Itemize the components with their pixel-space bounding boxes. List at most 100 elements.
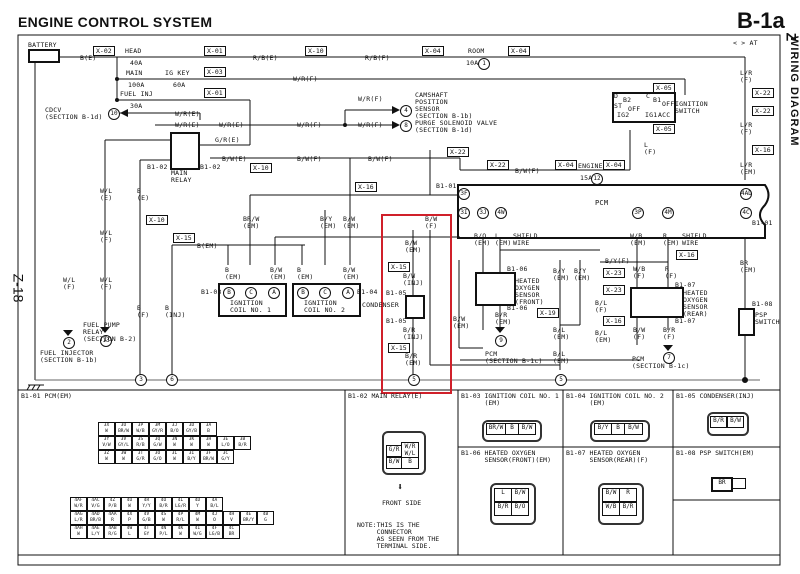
- conn-x04d: X-04: [603, 160, 625, 170]
- pcm7-arrow: [663, 345, 673, 351]
- ref-camshaft[interactable]: CAMSHAFT POSITION SENSOR (SECTION B-1b): [415, 91, 473, 120]
- ref-camshaft-num[interactable]: 4: [400, 105, 412, 117]
- pcm-terminal-4a: 4A B/L: [206, 497, 223, 511]
- fuse-igkey-rating: 60A: [173, 81, 186, 89]
- fuse-fuelinj-rating: 30A: [130, 102, 143, 110]
- ho2s-rear-symbol: [630, 287, 684, 318]
- ref-purge[interactable]: PURGE SOLENOID VALVE (SECTION B-1d): [415, 119, 498, 134]
- pcm-terminal-4ae: 4AE L/Y: [87, 525, 104, 539]
- pcm-terminal-3d: 3D GY/B: [183, 422, 200, 436]
- wire-wl-f2: W/L (F): [63, 276, 76, 291]
- wire-gre: G/R(E): [215, 136, 240, 144]
- ignition-switch-label: IGNITION SWITCH: [675, 100, 708, 115]
- pcm-terminal-3o: 3O G/O: [149, 450, 166, 464]
- pcm-terminal-4u: 4U W: [121, 497, 138, 511]
- conn-x16b: X-16: [355, 182, 377, 192]
- conn-x04a: X-04: [422, 46, 444, 56]
- wire-br-em1: B/R (EM): [405, 352, 422, 367]
- ref-purge-num[interactable]: 8: [400, 120, 412, 132]
- pcm-terminal-3k: 3K W: [183, 436, 200, 450]
- pcm-pin-4w: 4W: [495, 207, 507, 219]
- conn-x04c: X-04: [555, 160, 577, 170]
- pcm-terminal-3l: 3L W: [166, 450, 183, 464]
- page-code: B-1a: [737, 8, 785, 33]
- battery-symbol: [28, 49, 60, 63]
- conn-x15c: X-15: [388, 343, 410, 353]
- pcm-terminal-3b: 3B B/R: [234, 436, 251, 450]
- ground-ref-5b: 5: [555, 374, 567, 386]
- pcm-terminal-3u: 3U BR/W: [115, 422, 132, 436]
- ref-fuel-injector-num[interactable]: 2: [63, 337, 75, 349]
- wire-bo-em: B/O (EM): [474, 232, 491, 247]
- ref-fuel-pump-num[interactable]: 13: [100, 335, 112, 347]
- cdcv-arrow: [120, 109, 128, 117]
- pcm-terminal-4ag: 4AG L/R: [70, 511, 87, 525]
- wire-lr-f1: L/R (F): [740, 69, 753, 84]
- main-relay-label: MAIN RELAY: [171, 169, 192, 184]
- relay-pin-2: W/R W/L: [401, 442, 419, 458]
- ign-ig1: IG1: [645, 111, 658, 119]
- fuse-head-rating: 40A: [130, 59, 143, 67]
- pcm-terminal-4p: 4P R/L: [172, 511, 189, 525]
- ref-pcm9[interactable]: PCM (SECTION B-1c): [485, 350, 543, 365]
- wire-bwf3: B/W(F): [515, 167, 540, 175]
- ref-cdcv-num[interactable]: 10: [108, 108, 120, 120]
- wire-b-em1: B (EM): [225, 266, 242, 281]
- ho2s-rear-pin-1: B/W: [602, 488, 620, 502]
- pcm-pin-3i: 3I: [458, 207, 470, 219]
- ref-fuel-pump[interactable]: FUEL PUMP RELAY (SECTION B-2): [83, 321, 137, 343]
- ref-fuel-injector[interactable]: FUEL INJECTOR (SECTION B-1b): [40, 349, 98, 364]
- wire-bw-f: B/W (F): [425, 215, 438, 230]
- ref-pcm9-num[interactable]: 9: [495, 335, 507, 347]
- wire-wb-f: W/B (F): [633, 265, 646, 280]
- panel-coil2-title: B1-04 IGNITION COIL NO. 2 (EM): [566, 392, 664, 407]
- ho2s-rear-pin-2: R: [619, 488, 637, 502]
- pcm-terminal-4x: 4X P: [121, 511, 138, 525]
- wire-be: B(E): [80, 54, 97, 62]
- ref-pcm7-num[interactable]: 7: [663, 352, 675, 364]
- ho2s-front-pin-3: B/R: [494, 502, 512, 516]
- conn-x15a: X-15: [173, 233, 195, 243]
- wire-br-inj: B/R (INJ): [403, 326, 424, 341]
- pcm-terminal-3m: 3M GY/R: [149, 422, 166, 436]
- pcm-terminal-4s: 4S W: [155, 511, 172, 525]
- psp-switch-symbol: [738, 308, 755, 336]
- conn-x10c: X-10: [146, 215, 168, 225]
- pcm-pin-3p: 3P: [632, 207, 644, 219]
- pcm-terminal-3e: 3E L/O: [217, 436, 234, 450]
- panel-condenser-title: B1-05 CONDENSER(INJ): [676, 392, 755, 400]
- wire-bw-em4: B/W (EM): [405, 239, 422, 254]
- ign-pin-d: D: [614, 92, 619, 100]
- ign-off2: OFF: [662, 100, 675, 108]
- ho2s-front-pin-2: B/W: [511, 488, 529, 502]
- panel-psp-title: B1-08 PSP SWITCH(EM): [676, 449, 755, 457]
- coil1-pin-c: C: [245, 287, 257, 299]
- wire-lr-f2: L/R (F): [740, 121, 753, 136]
- ref-cdcv[interactable]: CDCV (SECTION B-1d): [45, 106, 103, 121]
- conn-x23b: X-23: [603, 285, 625, 295]
- wire-bwf2: B/W(F): [368, 155, 393, 163]
- fuse-igkey-name: IG KEY: [165, 69, 190, 77]
- wire-bw-inj: B/W (INJ): [403, 272, 424, 287]
- ign-pin-c: C: [646, 92, 651, 100]
- wire-by-em3: B/Y (EM): [574, 267, 591, 282]
- fuse-engine-num: 12: [591, 173, 603, 185]
- ign-acc: ACC: [658, 111, 671, 119]
- coil2-pin-a: A: [342, 287, 354, 299]
- wire-bl-em1: B/L (EM): [553, 326, 570, 341]
- pcm-terminal-4j: 4J O: [206, 511, 223, 525]
- pcm-terminal-4m: 4M W: [189, 511, 206, 525]
- wire-by-em2: B/Y (EM): [553, 267, 570, 282]
- pcm-terminal-4h: 4H V: [223, 511, 240, 525]
- fuse-engine-name: ENGINE: [578, 162, 603, 170]
- shield-wire-1: SHIELD WIRE: [513, 232, 538, 247]
- purge-arrow: [392, 121, 400, 129]
- pcm-terminal-3q: 3Q G/W: [149, 436, 166, 450]
- coil1-pin-a: A: [268, 287, 280, 299]
- condenser-symbol: [405, 295, 425, 319]
- ref-pcm7[interactable]: PCM (SECTION B-1c): [632, 355, 690, 370]
- wire-rbf: R/B(F): [365, 54, 390, 62]
- wire-bl-em2: B/L (EM): [553, 350, 570, 365]
- wire-wb-em: W/B (EM): [630, 232, 647, 247]
